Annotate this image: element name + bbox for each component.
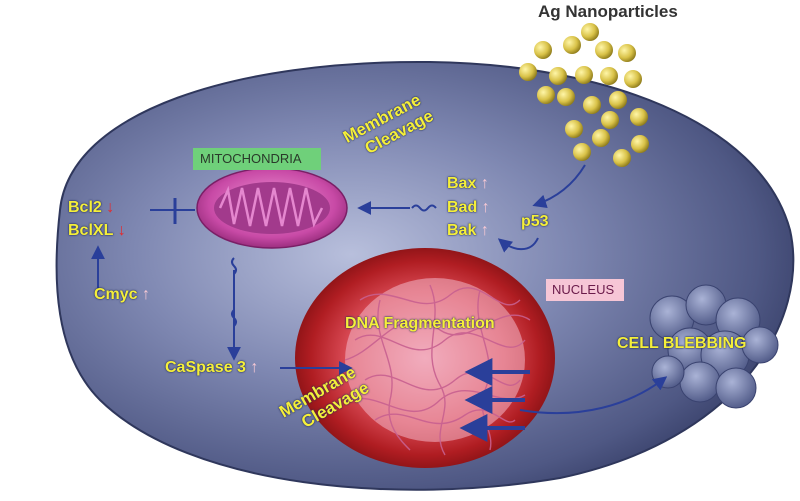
mitochondria-label: MITOCHONDRIA: [200, 151, 302, 166]
bclxl-row: BclXL ↓: [68, 222, 126, 240]
bax-label: Bax: [447, 175, 477, 192]
cmyc-up-arrow: ↑: [142, 286, 151, 303]
bcl2-row: Bcl2 ↓: [68, 199, 114, 217]
p53-label: p53: [521, 213, 549, 230]
squiggle-mito: [231, 257, 237, 275]
diagram-title: Ag Nanoparticles: [538, 2, 678, 21]
squiggle-mito-2: [231, 309, 237, 327]
bcl2-label: Bcl2: [68, 199, 102, 216]
bclxl-label: BclXL: [68, 222, 114, 239]
arrow-nucleus-to-blebbing: [519, 376, 668, 415]
squiggle-bax: [411, 204, 437, 212]
pathway-arrows: [91, 164, 668, 415]
cell-blebbing-label: CELL BLEBBING: [617, 335, 747, 352]
bclxl-down-arrow: ↓: [117, 222, 126, 239]
mitochondria-label-box: [193, 148, 321, 170]
nucleus-label: NUCLEUS: [552, 282, 615, 297]
bak-row: Bak ↑: [447, 222, 489, 240]
bak-label: Bak: [447, 222, 477, 239]
cell-blebs: [649, 284, 779, 409]
dna-arrows: [459, 358, 530, 442]
bcl2-down-arrow: ↓: [106, 199, 115, 216]
bad-up-arrow: ↑: [481, 199, 490, 216]
nucleus-label-box: [546, 279, 624, 301]
bax-row: Bax ↑: [447, 175, 489, 193]
cmyc-label: Cmyc: [94, 286, 138, 303]
bad-label: Bad: [447, 199, 478, 216]
caspase3-up-arrow: ↑: [250, 359, 259, 376]
cmyc-row: Cmyc ↑: [94, 286, 150, 304]
nanoparticles: [519, 23, 649, 167]
bak-up-arrow: ↑: [480, 222, 489, 239]
caspase3-label: CaSpase 3: [165, 359, 246, 376]
bax-up-arrow: ↑: [480, 175, 489, 192]
caspase3-row: CaSpase 3 ↑: [165, 359, 258, 377]
dna-fragmentation-label: DNA Fragmentation: [345, 315, 495, 332]
bad-row: Bad ↑: [447, 199, 490, 217]
mitochondria-cristae: [218, 185, 324, 228]
arrow-p53-to-bak: [497, 237, 539, 253]
arrow-nanoparticles-to-p53: [532, 164, 586, 209]
